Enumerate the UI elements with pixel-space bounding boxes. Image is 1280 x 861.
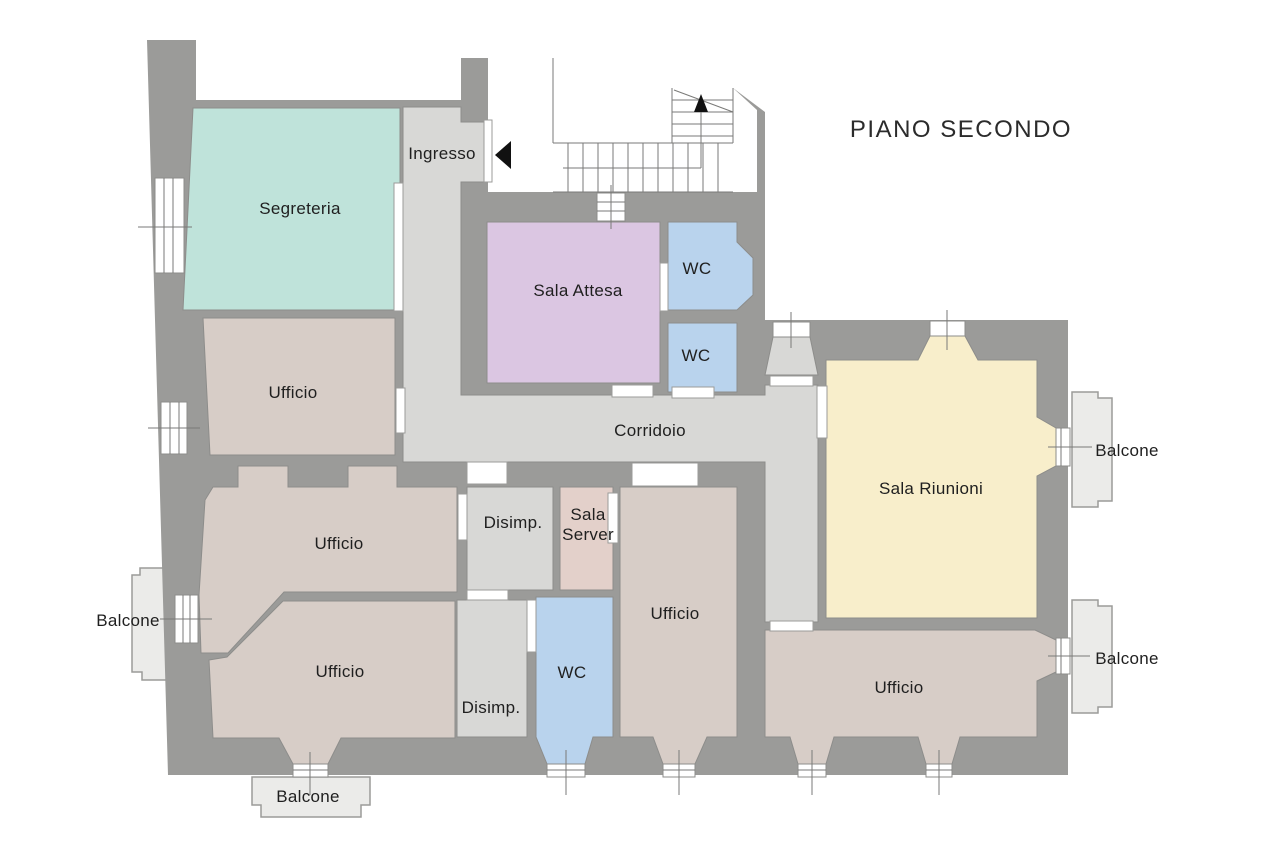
balcony-label-south: Balcone <box>276 787 340 806</box>
room-sala-server <box>559 486 614 591</box>
room-label-disimpegno-2: Disimp. <box>461 698 521 717</box>
room-label-sala-riunioni: Sala Riunioni <box>878 479 984 498</box>
room-label-corridoio: Corridoio <box>614 421 686 440</box>
room-label-wc-2: WC <box>681 346 711 365</box>
balcony-label-west: Balcone <box>96 611 160 630</box>
room-ufficio-nord <box>202 317 396 456</box>
balcony-east-upper-shape <box>1071 391 1113 508</box>
room-label-wc-1: WC <box>682 259 712 278</box>
windows <box>138 177 1092 795</box>
room-label-wc-3: WC <box>557 663 587 682</box>
balcony-label-east-upper: Balcone <box>1095 441 1159 460</box>
outside-area <box>733 46 1090 319</box>
entrance-arrow-icon <box>495 141 511 169</box>
room-disimpegno-1 <box>466 486 554 591</box>
room-sala-riunioni <box>825 335 1057 619</box>
staircase <box>552 58 734 193</box>
room-label-ufficio-sud-est: Ufficio <box>874 678 924 697</box>
room-wc-3 <box>535 596 614 765</box>
room-label-ufficio-ovest: Ufficio <box>314 534 364 553</box>
room-label-sala-attesa: Sala Attesa <box>533 281 623 300</box>
room-ufficio-centro <box>619 486 738 765</box>
balcony-east-lower-shape <box>1071 599 1113 714</box>
room-label-ufficio-nord: Ufficio <box>268 383 318 402</box>
door-openings <box>393 119 828 653</box>
room-label-ufficio-centro: Ufficio <box>650 604 700 623</box>
room-label-sala-server: Sala Server <box>562 505 614 544</box>
page-title: PIANO SECONDO <box>849 116 1073 143</box>
room-wc-2 <box>667 322 738 393</box>
balcony-south-shape <box>251 776 371 818</box>
room-label-segreteria: Segreteria <box>259 199 341 218</box>
room-corridoio <box>402 106 819 623</box>
balcony-label-east-lower: Balcone <box>1095 649 1159 668</box>
room-label-disimpegno-1: Disimp. <box>483 513 543 532</box>
stair-up-arrow-icon <box>694 94 708 112</box>
stairwell <box>488 58 757 192</box>
room-ufficio-ovest <box>198 465 458 654</box>
room-sala-attesa <box>486 221 661 384</box>
room-label-ingresso: Ingresso <box>408 144 476 163</box>
room-wc-1 <box>667 221 754 311</box>
room-label-ufficio-sud-ovest: Ufficio <box>315 662 365 681</box>
